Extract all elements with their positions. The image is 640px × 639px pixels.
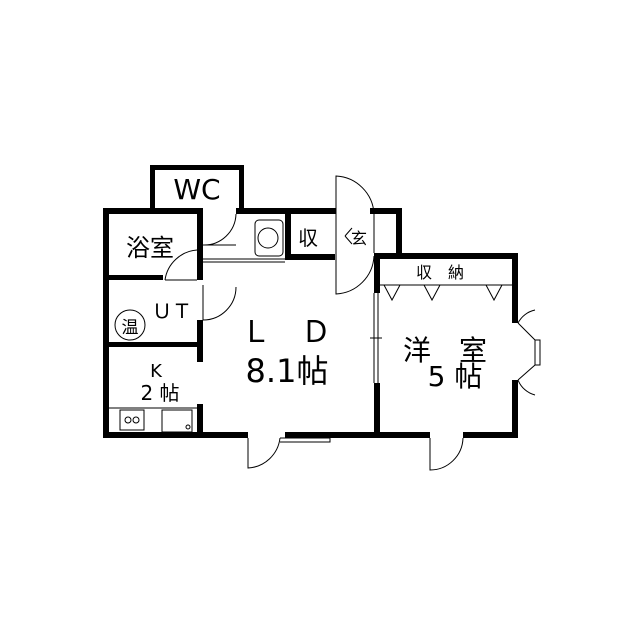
door-entrance-inner [335, 254, 375, 295]
label-western-room: 洋 室 [403, 334, 487, 367]
door-ld-exterior [247, 437, 331, 469]
washing-machine [254, 219, 284, 257]
label-kitchen-size: 2 帖 [140, 381, 179, 405]
label-water-heater: 温 [122, 318, 139, 338]
label-closet-entry: 収 [298, 226, 318, 250]
door-bedroom-exterior [429, 437, 464, 471]
sink [161, 409, 193, 433]
water-heater-circle [114, 309, 146, 341]
door-ut [202, 285, 237, 321]
doors-and-fixtures [109, 175, 541, 471]
door-bath [164, 249, 198, 281]
closet-doors [380, 284, 512, 302]
door-entrance [335, 175, 375, 215]
walls [103, 165, 518, 438]
sliding-door-bedroom [370, 293, 382, 383]
label-western-size: 5 帖 [428, 360, 483, 393]
label-closet-bedroom: 収 納 [416, 263, 464, 282]
door-wc [202, 213, 237, 246]
label-kitchen: K [150, 361, 163, 382]
stove [119, 409, 145, 431]
label-utility: ＵＴ [152, 299, 192, 323]
label-ld: Ｌ Ｄ [241, 315, 331, 350]
label-entrance: 玄 [351, 229, 367, 248]
label-bath: 浴室 [126, 234, 174, 262]
label-ld-size: 8.1帖 [246, 352, 329, 390]
label-wc: WC [173, 173, 220, 206]
bay-window [517, 309, 541, 396]
